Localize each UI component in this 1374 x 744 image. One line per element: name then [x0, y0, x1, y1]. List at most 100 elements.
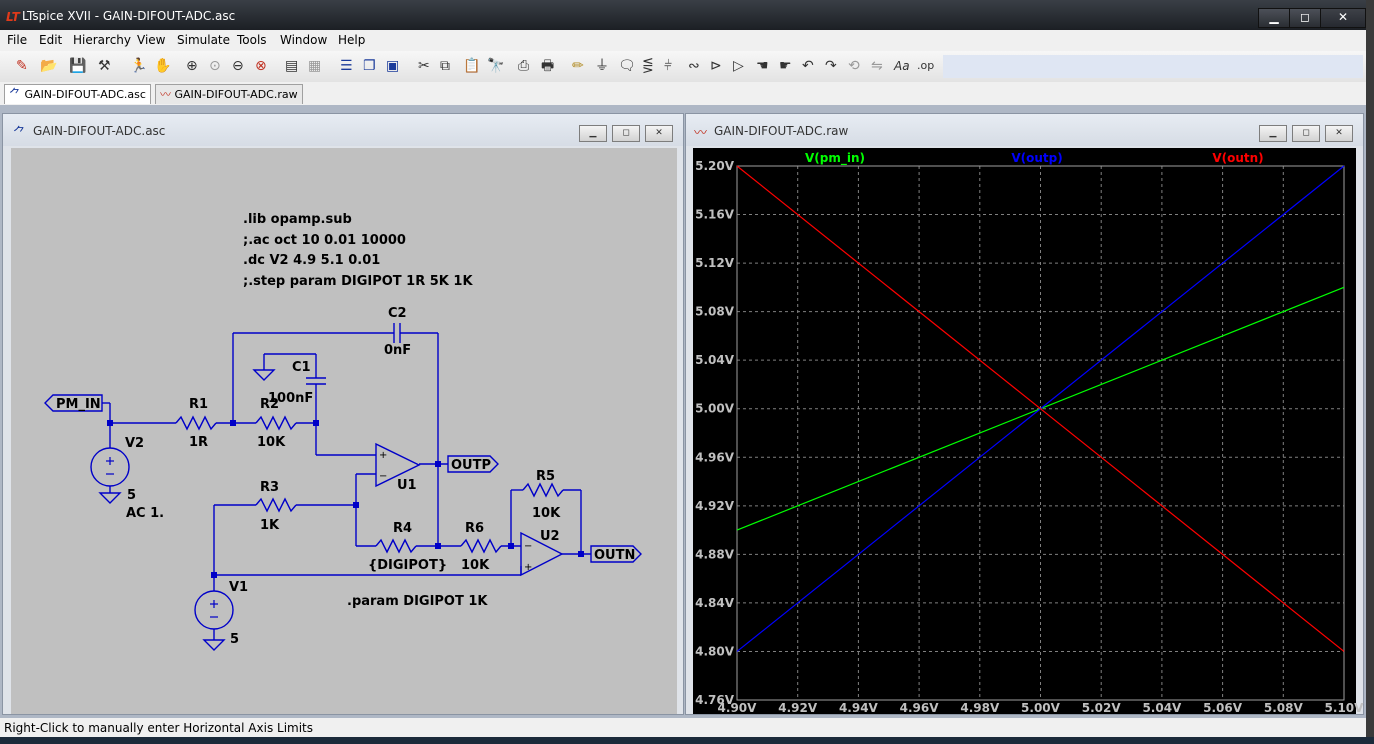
cut-icon[interactable]: ✂ — [418, 58, 430, 74]
autorange-icon[interactable]: ▤ — [285, 58, 299, 74]
control-panel-icon[interactable]: ⚒ — [98, 58, 111, 74]
net-label-outn[interactable]: OUTN — [594, 548, 635, 563]
menu-view[interactable]: View — [137, 33, 166, 47]
menu-window[interactable]: Window — [280, 33, 328, 47]
menu-edit[interactable]: Edit — [39, 33, 63, 47]
v2-ac[interactable]: AC 1. — [126, 506, 164, 521]
r1-name[interactable]: R1 — [189, 397, 208, 412]
r3-name[interactable]: R3 — [260, 480, 279, 495]
close-all-icon[interactable]: ▣ — [386, 58, 400, 74]
print-icon[interactable]: 🖶 — [541, 58, 555, 74]
halt-icon[interactable]: ✋ — [154, 58, 172, 74]
waveform-minimize-button[interactable]: ▁ — [1259, 125, 1287, 142]
text-icon[interactable]: Aa — [894, 59, 910, 73]
net-label-pm-in[interactable]: PM_IN — [56, 397, 101, 412]
waveform-maximize-button[interactable]: ◻ — [1292, 125, 1320, 142]
r4-name[interactable]: R4 — [393, 521, 412, 536]
spice-directive-icon[interactable]: .op — [917, 59, 935, 72]
schematic-canvas[interactable]: .lib opamp.sub ;.ac oct 10 0.01 10000 .d… — [11, 148, 677, 714]
c2-name[interactable]: C2 — [388, 306, 407, 321]
maximize-button[interactable]: ◻ — [1289, 8, 1321, 28]
drag-icon[interactable]: ☛ — [779, 58, 792, 74]
close-button[interactable]: ✕ — [1320, 8, 1366, 28]
u1-name[interactable]: U1 — [397, 478, 417, 493]
resistor-icon[interactable]: ⋚ — [642, 58, 654, 74]
menu-hierarchy[interactable]: Hierarchy — [73, 33, 132, 47]
zoom-full-icon[interactable]: ⊙ — [209, 58, 221, 74]
tab-waveform[interactable]: 〰 GAIN-DIFOUT-ADC.raw — [155, 84, 303, 104]
directive-step[interactable]: ;.step param DIGIPOT 1R 5K 1K — [243, 274, 473, 289]
redo-icon[interactable]: ↷ — [825, 58, 837, 74]
os-taskbar — [0, 737, 1374, 744]
menu-help[interactable]: Help — [338, 33, 366, 47]
component-icon[interactable]: ▷ — [733, 58, 744, 74]
wire-icon[interactable]: ✏ — [572, 58, 584, 74]
zoom-in-icon[interactable]: ⊕ — [186, 58, 198, 74]
waveform-close-button[interactable]: ✕ — [1325, 125, 1353, 142]
v1-value[interactable]: 5 — [230, 632, 239, 647]
directive-dc[interactable]: .dc V2 4.9 5.1 0.01 — [243, 253, 380, 268]
waveform-icon: 〰 — [160, 88, 171, 101]
directive-param[interactable]: .param DIGIPOT 1K — [347, 594, 488, 609]
cascade-icon[interactable]: ❐ — [363, 58, 376, 74]
save-icon[interactable]: 💾 — [69, 58, 87, 74]
r4-value[interactable]: {DIGIPOT} — [368, 558, 447, 573]
paste-icon[interactable]: 📋 — [463, 58, 481, 74]
schematic-maximize-button[interactable]: ◻ — [612, 125, 640, 142]
print-setup-icon[interactable]: ⎙ — [518, 58, 530, 74]
schematic-icon: ⺈ — [9, 87, 22, 101]
c1-name[interactable]: C1 — [292, 360, 311, 375]
schematic-close-button[interactable]: ✕ — [645, 125, 673, 142]
status-bar: Right-Click to manually enter Horizontal… — [0, 718, 1366, 737]
x-tick-label: 4.92V — [778, 701, 818, 715]
undo-icon[interactable]: ↶ — [802, 58, 814, 74]
c2-value[interactable]: 0nF — [384, 343, 411, 358]
open-icon[interactable]: 📂 — [40, 58, 58, 74]
net-label-outp[interactable]: OUTP — [451, 458, 491, 473]
c1-value[interactable]: 100nF — [268, 391, 313, 406]
schematic-window: ⺈ GAIN-DIFOUT-ADC.asc ▁ ◻ ✕ — [2, 113, 684, 715]
u2-minus-pin: − — [524, 541, 532, 552]
r3-value[interactable]: 1K — [260, 518, 280, 533]
capacitor-icon[interactable]: ⫩ — [664, 58, 673, 74]
copy-icon[interactable]: ⧉ — [440, 58, 450, 74]
menu-simulate[interactable]: Simulate — [177, 33, 231, 47]
v1-name[interactable]: V1 — [229, 580, 248, 595]
r6-value[interactable]: 10K — [461, 558, 490, 573]
mirror-icon[interactable]: ⇋ — [871, 58, 883, 74]
minimize-button[interactable]: ▁ — [1258, 8, 1290, 28]
v2-name[interactable]: V2 — [125, 436, 144, 451]
schematic-minimize-button[interactable]: ▁ — [579, 125, 607, 142]
menu-tools[interactable]: Tools — [237, 33, 267, 47]
diode-icon[interactable]: ⊳ — [710, 58, 722, 74]
run-icon[interactable]: 🏃 — [130, 58, 148, 74]
find-icon[interactable]: 🔭 — [487, 58, 505, 74]
grid-icon[interactable]: ▦ — [308, 58, 322, 74]
r5-value[interactable]: 10K — [532, 506, 561, 521]
directive-ac[interactable]: ;.ac oct 10 0.01 10000 — [243, 233, 406, 248]
new-schematic-icon[interactable]: ✎ — [16, 58, 28, 74]
v2-value[interactable]: 5 — [127, 488, 136, 503]
directive-lib[interactable]: .lib opamp.sub — [243, 212, 352, 227]
ground-icon[interactable]: ⏚ — [595, 58, 609, 74]
zoom-out-icon[interactable]: ⊖ — [232, 58, 244, 74]
schematic-window-titlebar[interactable]: ⺈ GAIN-DIFOUT-ADC.asc ▁ ◻ ✕ — [3, 114, 683, 146]
r2-value[interactable]: 10K — [257, 435, 286, 450]
r2-name[interactable]: R2 — [260, 397, 279, 412]
r1-value[interactable]: 1R — [189, 435, 208, 450]
r6-name[interactable]: R6 — [465, 521, 484, 536]
tile-icon[interactable]: ☰ — [340, 58, 353, 74]
cancel-zoom-icon[interactable]: ⊗ — [255, 58, 267, 74]
move-icon[interactable]: ☚ — [756, 58, 769, 74]
u2-name[interactable]: U2 — [540, 529, 560, 544]
tab-schematic[interactable]: ⺈ GAIN-DIFOUT-ADC.asc — [4, 84, 151, 104]
inductor-icon[interactable]: ∾ — [688, 58, 700, 74]
menu-file[interactable]: File — [7, 33, 28, 47]
label-icon[interactable]: 🗨 — [618, 58, 636, 74]
r5-name[interactable]: R5 — [536, 469, 555, 484]
waveform-window-titlebar[interactable]: 〰 GAIN-DIFOUT-ADC.raw ▁ ◻ ✕ — [686, 114, 1363, 146]
rotate-icon[interactable]: ⟲ — [848, 58, 860, 74]
